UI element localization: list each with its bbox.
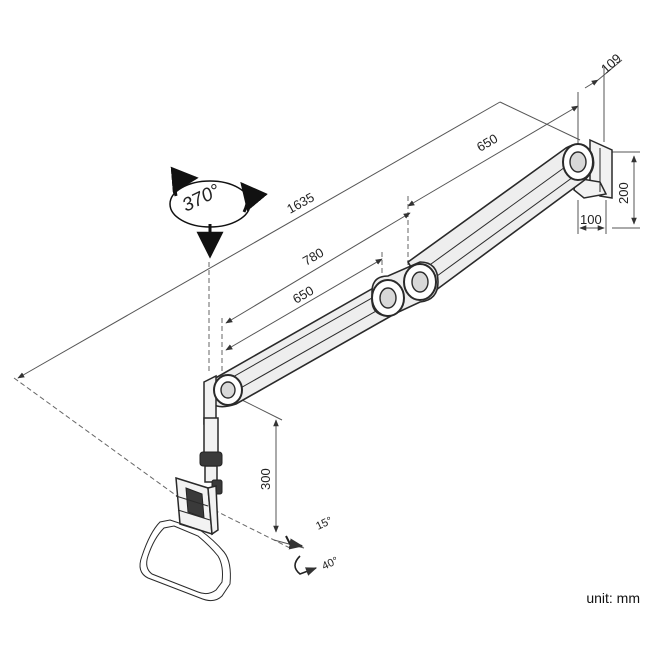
wall-bracket bbox=[573, 138, 613, 199]
dimension-wall-offset: 109 bbox=[584, 51, 624, 142]
pole bbox=[199, 417, 223, 495]
label-tilt-down: 40° bbox=[320, 555, 340, 573]
monitor-outline bbox=[139, 519, 231, 602]
swivel-rotation-indicator: 370° bbox=[169, 166, 268, 259]
joint-pole-head bbox=[203, 374, 243, 425]
joint-middle bbox=[371, 261, 439, 317]
label-bracket-depth: 100 bbox=[580, 212, 602, 227]
lower-arm bbox=[207, 280, 400, 408]
dimension-lower-arm: 650 bbox=[225, 252, 383, 351]
label-wall-offset: 109 bbox=[598, 51, 624, 77]
label-bracket-height: 200 bbox=[616, 182, 631, 204]
vesa-plate bbox=[175, 476, 219, 536]
unit-label: unit: mm bbox=[586, 590, 640, 606]
dimension-bracket-depth: 100 bbox=[577, 200, 607, 234]
label-upper-arm: 650 bbox=[474, 131, 500, 155]
dimension-total-length: 1635 bbox=[13, 101, 581, 521]
label-lower-arm: 650 bbox=[290, 283, 316, 307]
tilt-rotation-indicator: 15° 40° bbox=[273, 515, 340, 576]
label-total-length: 1635 bbox=[284, 189, 317, 216]
label-tilt-up: 15° bbox=[314, 515, 334, 533]
label-pole-height: 300 bbox=[258, 468, 273, 490]
dimension-pole-height: 300 bbox=[213, 397, 291, 549]
dimension-bracket-height: 200 bbox=[612, 151, 640, 229]
joint-wall bbox=[562, 143, 594, 181]
